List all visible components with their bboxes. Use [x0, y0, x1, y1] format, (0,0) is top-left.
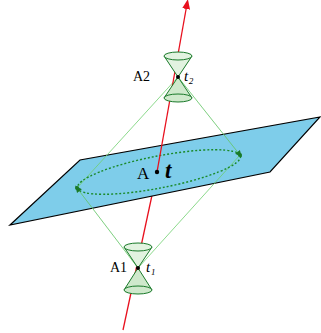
event-dot [155, 170, 159, 174]
time-label: t₁ [146, 260, 155, 275]
event-name: A1 [110, 261, 127, 275]
event-name: A [137, 165, 149, 182]
event-name: A2 [133, 70, 150, 84]
light-ellipse [74, 140, 243, 203]
time-label: t [165, 159, 171, 182]
simultaneity-plane [10, 117, 320, 225]
light-rays [77, 77, 240, 268]
time-label: t₂ [184, 69, 193, 84]
